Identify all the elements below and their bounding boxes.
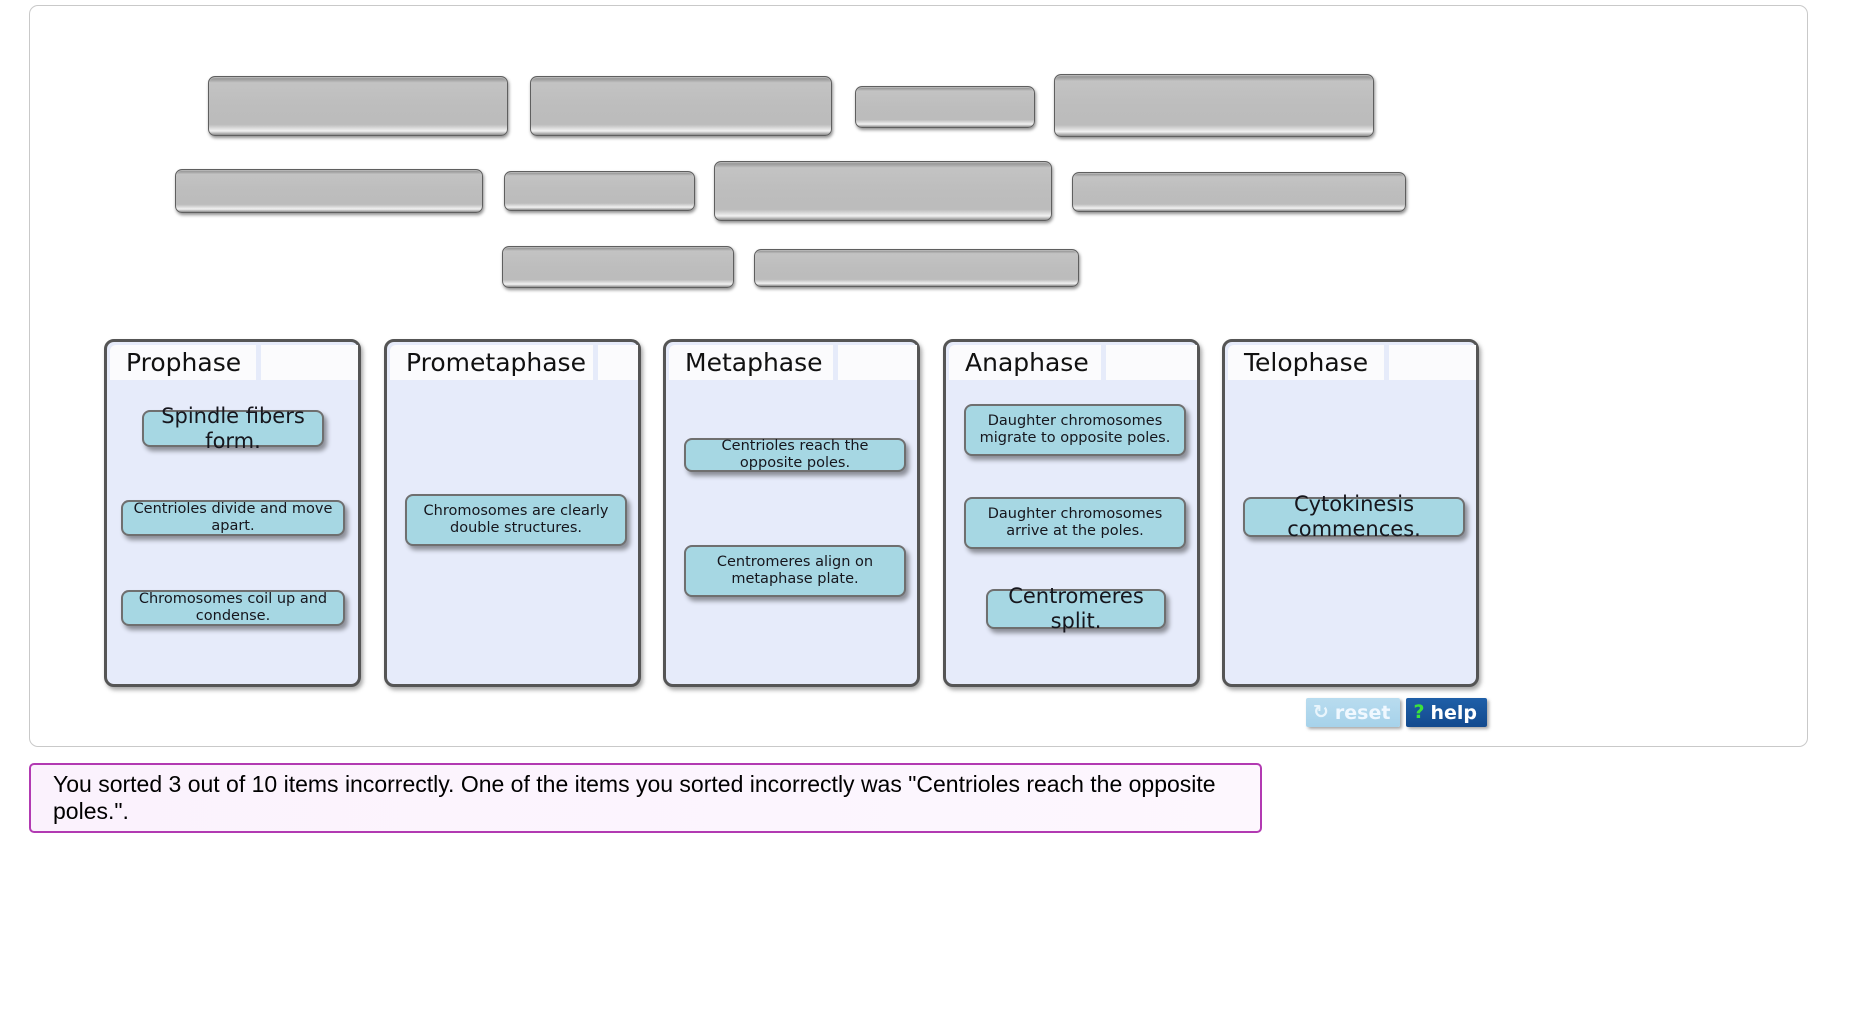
reset-button-label: reset xyxy=(1334,701,1391,724)
empty-source-slot[interactable] xyxy=(502,246,734,288)
draggable-item[interactable]: Daughter chromosomes migrate to opposite… xyxy=(964,404,1186,456)
draggable-item[interactable]: Centrioles reach the opposite poles. xyxy=(684,438,906,472)
phase-title-prophase: Prophase xyxy=(110,345,256,380)
phase-title-telophase: Telophase xyxy=(1228,345,1384,380)
empty-source-slot[interactable] xyxy=(855,86,1035,128)
reset-icon: ↺ xyxy=(1313,701,1329,723)
phase-tab-filler xyxy=(838,345,917,380)
phase-tab-filler xyxy=(598,345,638,380)
feedback-message: You sorted 3 out of 10 items incorrectly… xyxy=(53,771,1216,824)
help-button[interactable]: ? help xyxy=(1406,698,1488,727)
draggable-item-label: Cytokinesis commences. xyxy=(1287,492,1421,541)
phase-tab-filler xyxy=(1106,345,1197,380)
draggable-item-label: Chromosomes are clearly double structure… xyxy=(423,502,609,536)
draggable-item-label: Centromeres split. xyxy=(1008,584,1144,633)
empty-source-slot[interactable] xyxy=(208,76,508,136)
draggable-item[interactable]: Chromosomes are clearly double structure… xyxy=(405,494,627,546)
help-icon: ? xyxy=(1413,701,1425,723)
draggable-item[interactable]: Cytokinesis commences. xyxy=(1243,492,1465,541)
draggable-item[interactable]: Daughter chromosomes arrive at the poles… xyxy=(964,497,1186,549)
draggable-item-label: Chromosomes coil up and condense. xyxy=(138,590,328,624)
phase-tab-filler xyxy=(1389,345,1476,380)
draggable-item[interactable]: Centrioles divide and move apart. xyxy=(121,500,345,536)
action-button-bar: ↺ reset ? help xyxy=(1306,698,1488,727)
draggable-item[interactable]: Chromosomes coil up and condense. xyxy=(121,590,345,626)
reset-button[interactable]: ↺ reset xyxy=(1306,698,1401,727)
feedback-banner: You sorted 3 out of 10 items incorrectly… xyxy=(29,763,1262,833)
draggable-item[interactable]: Centromeres align on metaphase plate. xyxy=(684,545,906,597)
draggable-item[interactable]: Centromeres split. xyxy=(986,584,1166,633)
draggable-item-label: Daughter chromosomes arrive at the poles… xyxy=(987,505,1163,539)
phase-title-anaphase: Anaphase xyxy=(949,345,1101,380)
empty-source-slot[interactable] xyxy=(754,249,1079,287)
empty-source-slot[interactable] xyxy=(530,76,832,136)
draggable-item[interactable]: Spindle fibers form. xyxy=(142,404,324,453)
empty-source-slot[interactable] xyxy=(175,169,483,213)
draggable-item-label: Daughter chromosomes migrate to opposite… xyxy=(979,412,1171,446)
phase-tab-filler xyxy=(261,345,358,380)
phase-title-metaphase: Metaphase xyxy=(669,345,833,380)
empty-source-slot[interactable] xyxy=(504,171,695,211)
draggable-item-label: Centrioles reach the opposite poles. xyxy=(721,437,869,471)
empty-source-slot[interactable] xyxy=(1072,172,1406,212)
draggable-item-label: Centrioles divide and move apart. xyxy=(133,500,333,534)
draggable-item-label: Centromeres align on metaphase plate. xyxy=(716,553,874,587)
empty-source-slot[interactable] xyxy=(1054,74,1374,137)
empty-source-slot[interactable] xyxy=(714,161,1052,221)
draggable-item-label: Spindle fibers form. xyxy=(161,403,305,453)
help-button-label: help xyxy=(1430,701,1478,724)
phase-title-prometaphase: Prometaphase xyxy=(390,345,593,380)
